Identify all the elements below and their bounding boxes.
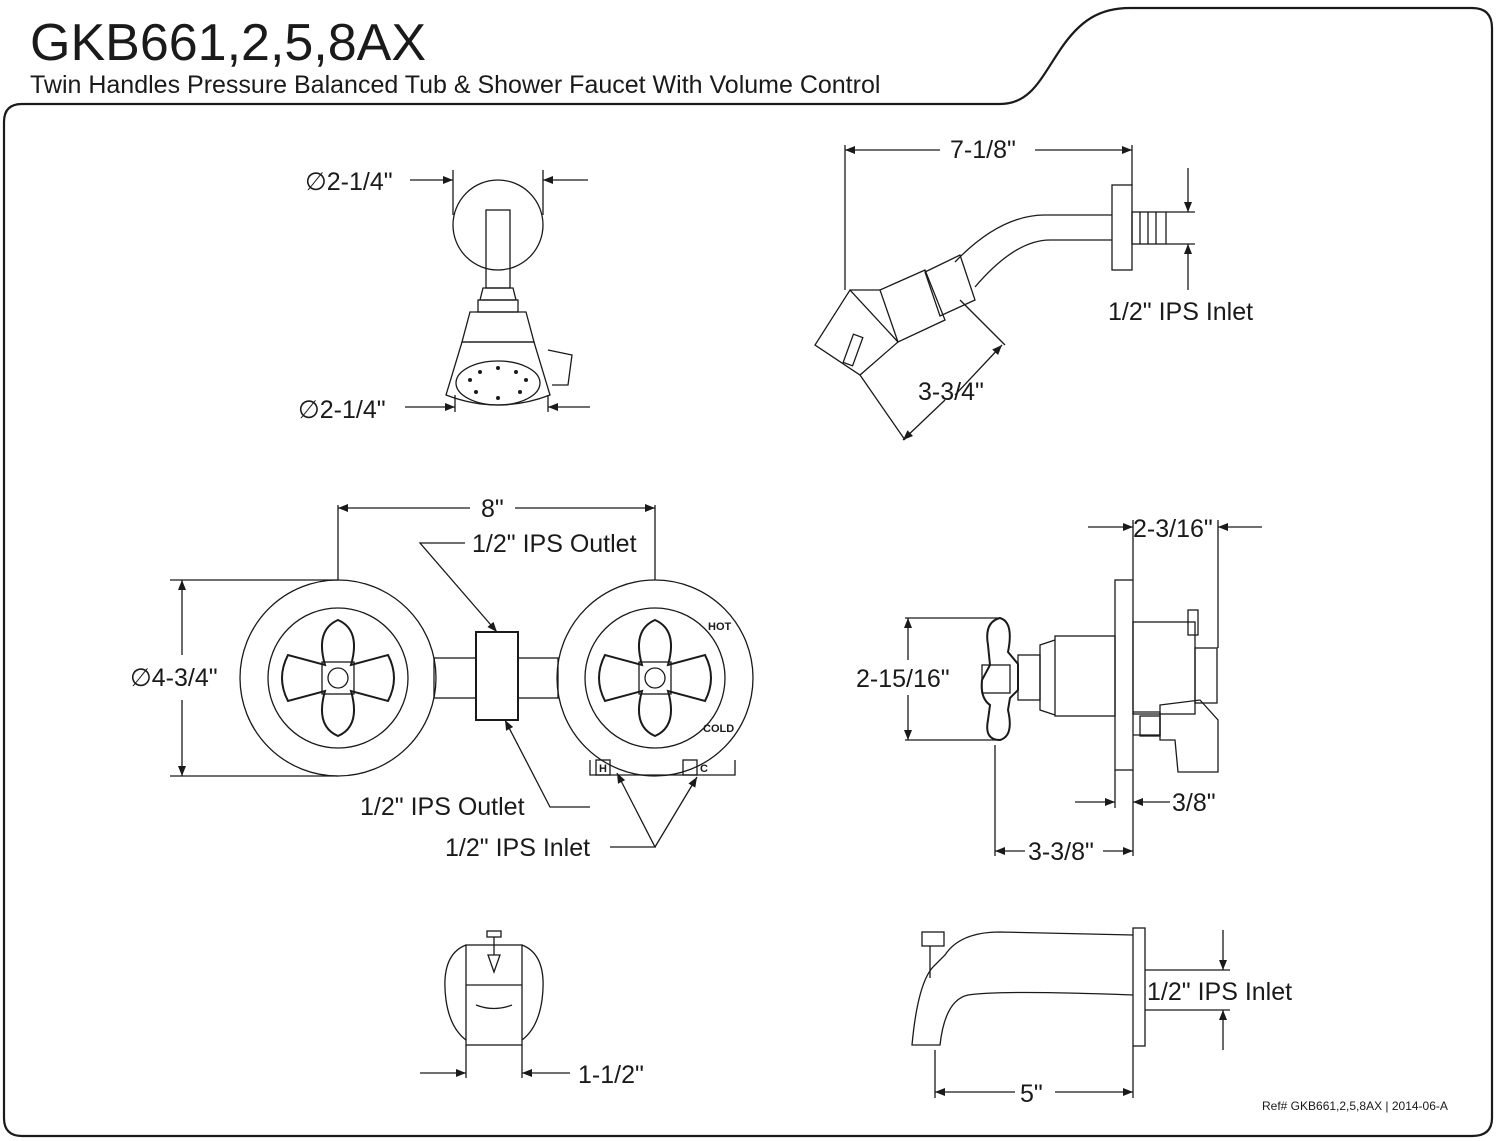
spout-side-view: 1/2" IPS Inlet 5"	[911, 927, 1292, 1108]
spout-width-label: 1-1/2"	[578, 1061, 644, 1089]
valve-depth-label: 2-3/16"	[1133, 515, 1213, 543]
arm-length-label: 7-1/8"	[950, 136, 1016, 164]
valve-width-label: 8"	[481, 495, 504, 523]
flange-diameter-label: ∅2-1/4"	[305, 168, 393, 196]
left-handle	[281, 618, 395, 738]
spout-front-view: 1-1/2"	[420, 930, 644, 1089]
outlet-top-label: 1/2" IPS Outlet	[472, 530, 637, 558]
port-c-label: C	[700, 763, 708, 775]
outlet-bottom-label: 1/2" IPS Outlet	[360, 793, 525, 821]
wall-gap-label: 3/8"	[1172, 789, 1216, 817]
escutcheon-diameter-label: ∅4-3/4"	[130, 664, 218, 692]
port-h-label: H	[599, 763, 607, 775]
head-depth-label: 3-3/4"	[918, 378, 984, 406]
model-title: GKB661,2,5,8AX	[30, 14, 426, 72]
right-handle	[598, 618, 712, 738]
spout-inlet-label: 1/2" IPS Inlet	[1147, 978, 1292, 1006]
spray-holes	[468, 366, 528, 400]
valve-side-view: 2-3/16" 2-15/16" 3/8" 3-3/8"	[856, 515, 1262, 866]
head-diameter-label: ∅2-1/4"	[298, 396, 386, 424]
drawing-frame	[2, 6, 1494, 1138]
hot-label: HOT	[708, 621, 732, 633]
valve-inlet-label: 1/2" IPS Inlet	[445, 834, 590, 862]
spout-length-label: 5"	[1020, 1080, 1043, 1108]
model-subtitle: Twin Handles Pressure Balanced Tub & Sho…	[30, 71, 880, 99]
arm-inlet-label: 1/2" IPS Inlet	[1108, 298, 1253, 326]
handle-height-label: 2-15/16"	[856, 665, 950, 693]
showerhead-side-view: 7-1/8" 1/2" IPS Inlet 3-3/4"	[814, 136, 1253, 441]
handle-projection-label: 3-3/8"	[1028, 838, 1094, 866]
valve-front-view: HOT COLD H C 8" 1/2" IPS Outlet ∅4-3/4" …	[130, 495, 754, 862]
showerhead-front-view: ∅2-1/4" ∅2-1/4"	[298, 168, 590, 424]
reference-footer: Ref# GKB661,2,5,8AX | 2014-06-A	[1262, 1099, 1448, 1113]
cold-label: COLD	[703, 723, 734, 735]
